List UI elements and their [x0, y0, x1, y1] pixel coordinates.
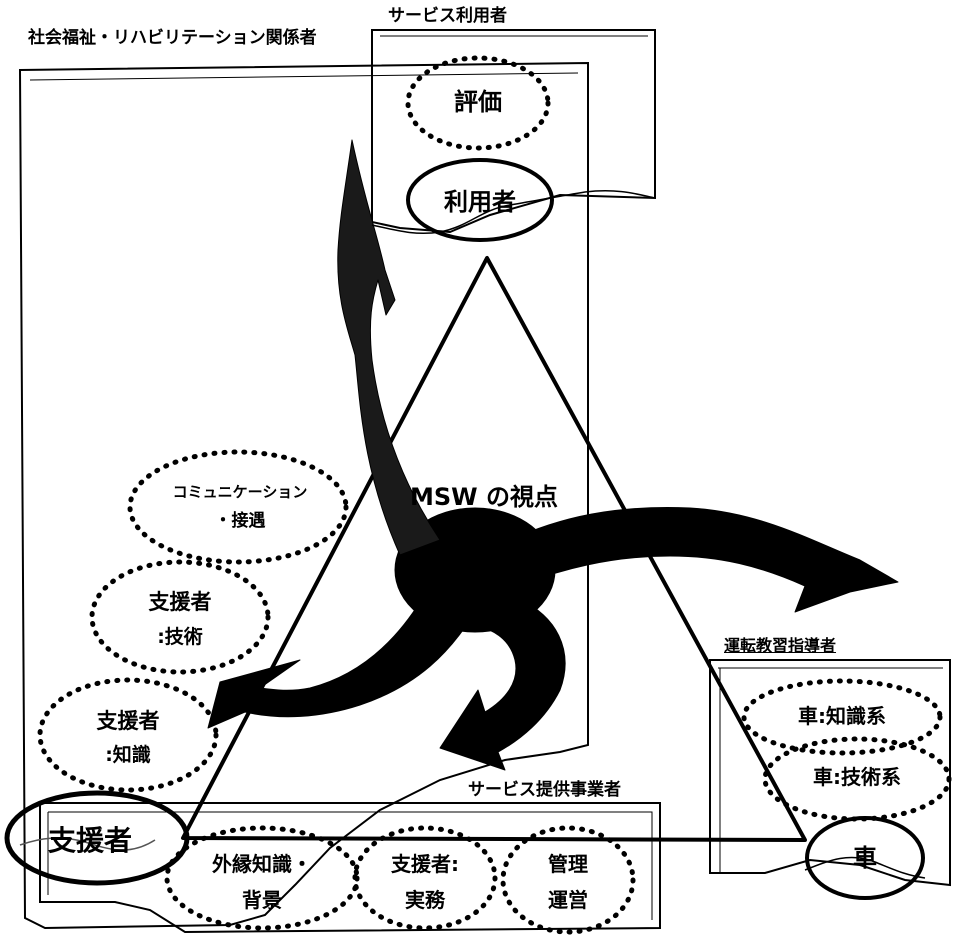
stakeholders-group-box	[18, 61, 589, 930]
support-knowledge-label-line1: 支援者	[96, 709, 160, 733]
arrow-to-practice	[439, 599, 566, 771]
service-provider-group-box-inner	[47, 811, 653, 920]
support-knowledge-ellipse	[37, 677, 219, 793]
car-technique-label: 車:技術系	[813, 765, 901, 789]
arrow-to-user	[337, 139, 441, 556]
management-ellipse	[500, 825, 636, 935]
service-user-group-title: サービス利用者	[388, 6, 507, 26]
supporter-label: 支援者	[48, 824, 133, 857]
user-label: 利用者	[444, 188, 516, 216]
practice-ellipse	[352, 825, 498, 931]
management-label-line1: 管理	[548, 852, 588, 876]
support-technique-label-line1: 支援者	[148, 590, 212, 614]
wavy-connector-supporter	[19, 837, 156, 851]
service-user-group-box	[371, 29, 656, 234]
car-knowledge-ellipse	[741, 678, 943, 756]
msw-perspective-label: MSW の視点	[410, 483, 558, 511]
wavy-connector-user	[371, 190, 656, 235]
supporter-ellipse	[4, 790, 190, 886]
peripheral-ellipse	[164, 825, 360, 931]
wavy-connector-car	[804, 856, 926, 879]
arrow-to-car	[499, 507, 899, 613]
evaluation-ellipse	[405, 55, 551, 151]
service-provider-group-box	[39, 802, 661, 934]
driving-instructor-group-title: 運転教習指導者	[724, 636, 837, 655]
management-label-line2: 運営	[548, 888, 588, 912]
peripheral-label-line1: 外縁知識・	[212, 852, 312, 876]
car-technique-ellipse	[762, 736, 952, 822]
communication-ellipse	[127, 449, 349, 565]
msw-arrows	[207, 139, 899, 771]
car-label: 車	[853, 844, 877, 872]
support-technique-ellipse	[89, 559, 271, 675]
user-ellipse	[406, 158, 554, 242]
support-knowledge-label-line2: :知識	[105, 744, 151, 766]
driving-instructor-group-box	[709, 659, 951, 887]
stakeholders-group-title: 社会福祉・リハビリテーション関係者	[28, 28, 317, 48]
peripheral-label-line2: 背景	[242, 888, 282, 912]
evaluation-label: 評価	[454, 88, 502, 116]
support-technique-label-line2: :技術	[157, 626, 203, 648]
communication-label-line2: ・接遇	[214, 511, 266, 531]
practice-label-line2: 実務	[405, 888, 445, 912]
communication-label-line1: コミュニケーション	[172, 483, 308, 501]
arrow-to-knowledge	[207, 584, 471, 729]
practice-label-line1: 支援者:	[391, 852, 459, 876]
service-provider-group-title: サービス提供事業者	[468, 780, 621, 800]
stakeholders-group-box-inner	[29, 72, 579, 81]
car-knowledge-label: 車:知識系	[798, 704, 886, 728]
